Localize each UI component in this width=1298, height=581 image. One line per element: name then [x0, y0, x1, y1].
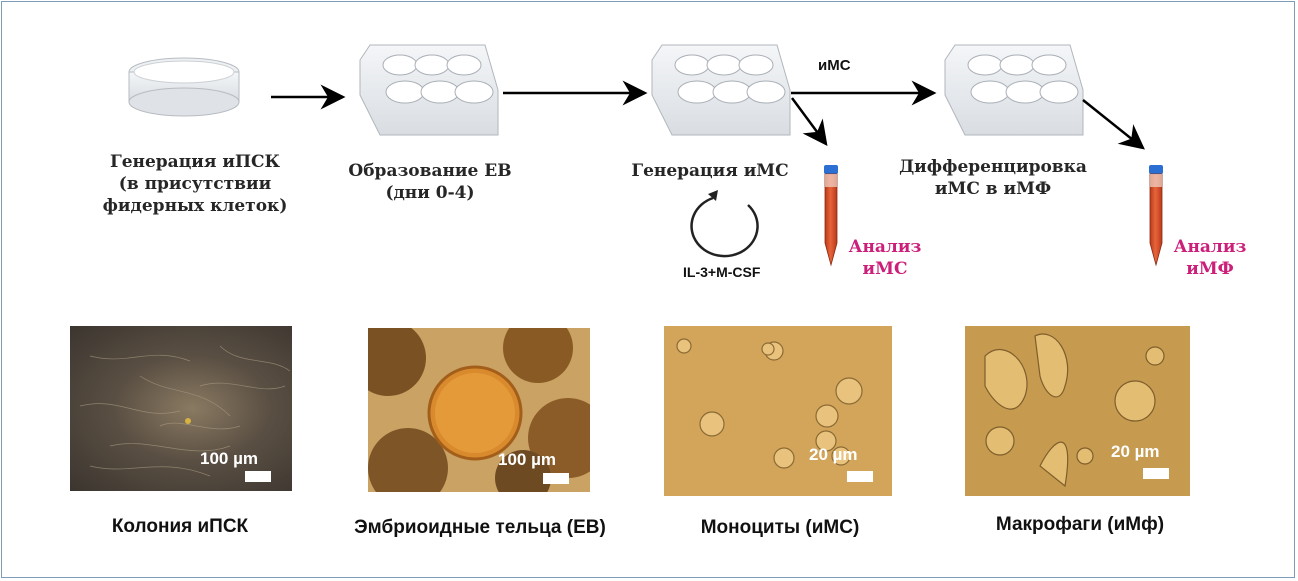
scale-label: 100 µm	[498, 450, 556, 469]
arrow-to-tube-1	[790, 97, 828, 147]
scale-bar	[245, 471, 271, 482]
scale-bar	[847, 471, 873, 482]
six-well-plate-icon	[944, 44, 1084, 136]
six-well-plate-icon	[359, 44, 499, 136]
cycle-label: IL-3+M-CSF	[683, 264, 761, 280]
caption-macrophages: Макрофаги (иМф)	[995, 514, 1165, 535]
step-1-label: Генерация иПСК (в присутствии фидерных к…	[102, 152, 288, 216]
six-well-plate-icon	[651, 44, 791, 136]
scale-bar	[1143, 468, 1169, 479]
monocyte-micrograph: 20 µm	[664, 326, 892, 496]
scale-label: 20 µm	[809, 445, 858, 464]
step-4-label: Дифференцировка иМС в иМФ	[899, 157, 1087, 199]
caption-eb: Эмбриоидные тельца (EB)	[354, 517, 606, 538]
cycle-arrow-icon	[690, 190, 759, 258]
workflow-graphics	[128, 44, 1163, 267]
arrow-to-tube-2	[1082, 99, 1145, 150]
caption-ipsc: Колония иПСК	[111, 516, 249, 537]
test-tube-icon	[1149, 165, 1163, 267]
test-tube-icon	[824, 165, 838, 267]
scale-label: 100 µm	[200, 449, 258, 468]
step-3-label: Генерация иМС	[631, 161, 789, 181]
scale-bar	[543, 473, 569, 484]
step-2-label: Образование EB (дни 0-4)	[348, 161, 512, 203]
ipsc-colony-micrograph: 100 µm	[70, 326, 292, 491]
embryoid-body-micrograph: 100 µm	[368, 328, 590, 492]
analysis-ims-label: Анализ иМС	[848, 237, 922, 279]
analysis-imf-label: Анализ иМФ	[1173, 237, 1247, 279]
arrow-label-ims: иМС	[818, 57, 851, 74]
scale-label: 20 µm	[1111, 442, 1160, 461]
macrophage-micrograph: 20 µm	[965, 326, 1190, 496]
caption-monocytes: Моноциты (иМС)	[700, 517, 860, 538]
petri-dish-icon	[128, 57, 240, 117]
